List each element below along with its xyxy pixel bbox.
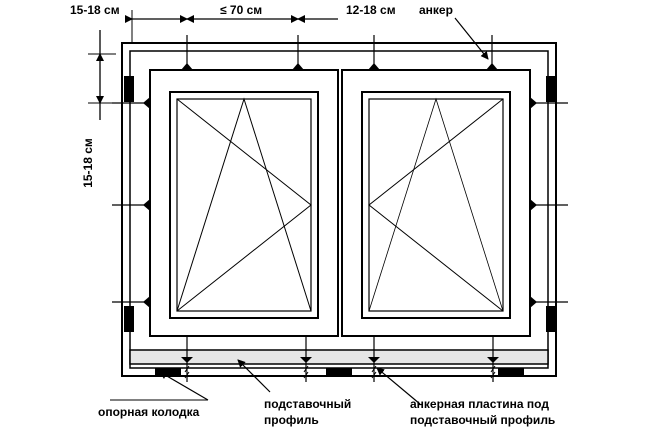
- anchors-left: [112, 97, 150, 308]
- leader-lines: [110, 17, 489, 405]
- label-support-profile-1: подставочный: [264, 397, 351, 411]
- label-dim-top-left: 15-18 см: [70, 3, 120, 17]
- frame-right-glass: [368, 98, 504, 312]
- label-support-profile-2: профиль: [264, 413, 319, 427]
- label-anchor-plate-1: анкерная пластина под: [410, 397, 549, 411]
- sash-right-opening-lines: [368, 97, 504, 312]
- label-anchor: анкер: [419, 3, 453, 17]
- label-anchor-plate-2: подставочный профиль: [410, 413, 555, 427]
- sash-left-opening-lines: [176, 97, 312, 312]
- anchors-top: [181, 35, 498, 70]
- anchors-bottom: [181, 336, 499, 382]
- frame-left-outer: [149, 69, 339, 337]
- label-dim-left-vertical: 15-18 см: [81, 138, 95, 188]
- support-block-3: [498, 368, 524, 376]
- side-pad-left-bottom: [124, 306, 134, 332]
- dimension-top: [125, 10, 338, 44]
- frame-right-outer: [341, 69, 531, 337]
- side-pads: [124, 76, 556, 332]
- label-dim-top-right: 12-18 см: [346, 3, 396, 17]
- side-pad-right-top: [546, 76, 556, 102]
- support-block-2: [326, 368, 352, 376]
- support-profile: [129, 349, 549, 365]
- support-blocks: [155, 368, 524, 376]
- dimension-left: [88, 30, 116, 120]
- anchors-right: [530, 97, 568, 308]
- label-support-block: опорная колодка: [98, 405, 200, 419]
- support-block-1: [155, 368, 181, 376]
- frame-right-inner: [361, 91, 511, 319]
- side-pad-left-top: [124, 76, 134, 102]
- side-pad-right-bottom: [546, 306, 556, 332]
- label-dim-top-mid: ≤ 70 см: [220, 3, 262, 17]
- frame-left-inner: [169, 91, 319, 319]
- frame-left-glass: [176, 98, 312, 312]
